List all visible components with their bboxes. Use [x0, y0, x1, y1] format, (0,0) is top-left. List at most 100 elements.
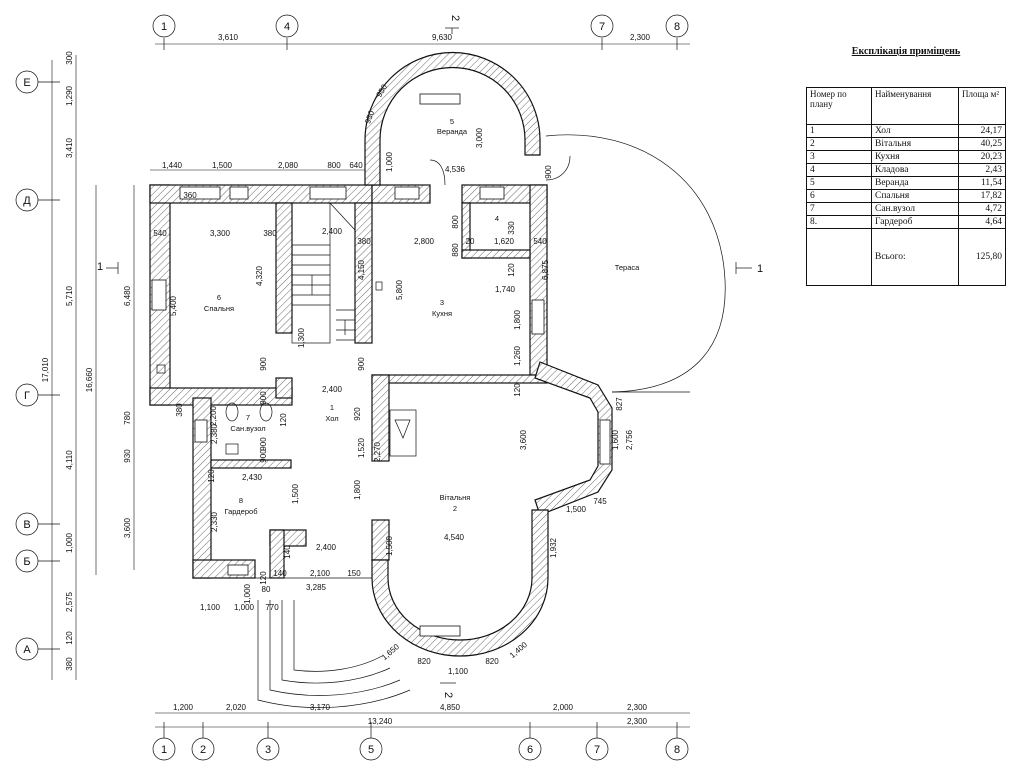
dimension-value: 1,500: [291, 483, 300, 504]
room-name: Гардероб: [225, 507, 258, 516]
dimension-value: 900: [259, 357, 268, 371]
room-name-cell: Веранда: [871, 176, 959, 190]
dimension-value: 6,875: [541, 259, 550, 280]
room-name-cell: Кухня: [871, 150, 959, 164]
dimension-value: 380: [357, 237, 371, 246]
dimension-value: 920: [353, 407, 362, 421]
room-name: Спальня: [204, 304, 234, 313]
dimension-value: 360: [183, 191, 197, 200]
dimension-value: 120: [513, 383, 522, 397]
dimension-value: 3,300: [210, 229, 231, 238]
dimension-value: 2,200: [209, 405, 218, 426]
dimension-value: 1,620: [494, 237, 515, 246]
dimension-value: 1,000: [385, 151, 394, 172]
dimension-value: 900: [259, 449, 268, 463]
dimension-value: 1,400: [508, 640, 530, 660]
axis-label-left: Д: [23, 195, 31, 207]
dimension-value: 1,500: [566, 505, 587, 514]
dimension-value: 900: [259, 437, 268, 451]
dimension-value: 820: [417, 657, 431, 666]
dimension-value: 1,800: [513, 309, 522, 330]
table-header-row: Номер по плану Найменування Площа м²: [806, 87, 1006, 125]
total-empty-cell: [806, 228, 872, 286]
room-area-cell: 24,17: [958, 124, 1006, 138]
dimension-value: 140: [273, 569, 287, 578]
dimension-value: 540: [533, 237, 547, 246]
dimension-value: 120: [259, 571, 268, 585]
section-mark-top: 2: [449, 15, 461, 21]
dimension-value: 3,000: [475, 127, 484, 148]
dimension-value: 150: [347, 569, 361, 578]
dimension-value: 4,110: [65, 450, 74, 470]
windows: [151, 93, 611, 637]
room-name-cell: Хол: [871, 124, 959, 138]
room-area-cell: 17,82: [958, 189, 1006, 203]
dimension-value: 800: [327, 161, 341, 170]
dimension-value: 120: [507, 263, 516, 277]
dimension-value: 380: [65, 657, 74, 671]
room-number: 7: [246, 413, 250, 422]
dimension-value: 640: [349, 161, 363, 170]
dimension-value: 5,710: [65, 285, 74, 306]
dimension-value: 1,500: [212, 161, 233, 170]
room-labels: 5 Веранда 4 6 Спальня 3 Кухня 1 Хол 7 Са…: [204, 117, 640, 516]
dimension-value: 2,000: [553, 703, 574, 712]
axis-label-left: Г: [24, 390, 30, 402]
dimension-value: 3,600: [123, 517, 132, 538]
room-area-cell: 4,72: [958, 202, 1006, 216]
dimension-value: 770: [265, 603, 279, 612]
dimension-value: 5,800: [395, 279, 404, 300]
terrace-outline: [545, 134, 726, 393]
axis-label-bottom: 2: [200, 744, 206, 756]
room-name: Вітальня: [440, 493, 471, 502]
axis-label-top: 4: [284, 21, 290, 33]
room-number-cell: 1: [806, 124, 872, 138]
axis-bubbles-left: Е Д Г В Б А: [15, 70, 39, 661]
room-name: Кухня: [432, 309, 452, 318]
dimension-value: 1,260: [513, 345, 522, 366]
dimension-value: 1,440: [162, 161, 183, 170]
dimension-value: 1,600: [611, 429, 620, 450]
dimension-value: 300: [65, 51, 74, 65]
dimension-value: 120: [279, 413, 288, 427]
axis-label-bottom: 1: [161, 744, 167, 756]
room-number-cell: 5: [806, 176, 872, 190]
dimension-value: 380: [263, 229, 277, 238]
axis-label-top: 1: [161, 21, 167, 33]
column-header-number: Номер по плану: [806, 87, 872, 125]
dimension-value: 330: [507, 221, 516, 235]
dimension-value: 3,600: [519, 429, 528, 450]
room-area-cell: 40,25: [958, 137, 1006, 151]
room-name-cell: Гардероб: [871, 215, 959, 229]
dimension-value: 2,400: [322, 385, 343, 394]
dimension-value: 2,080: [278, 161, 299, 170]
room-number: 5: [450, 117, 454, 126]
dimension-value: 1,100: [200, 603, 221, 612]
room-number-cell: 7: [806, 202, 872, 216]
section-mark-left: 1: [97, 261, 103, 273]
dimension-value: 1,800: [353, 479, 362, 500]
dimension-value: 745: [593, 497, 607, 506]
total-area-cell: 125,80: [958, 228, 1006, 286]
dimension-value: 540: [153, 229, 167, 238]
dimension-value: 380: [175, 403, 184, 417]
dimension-value: 2,330: [210, 511, 219, 532]
dimension-value: 16,660: [85, 367, 94, 392]
explication-panel: Експлікація приміщень Номер по плану Най…: [806, 46, 1006, 286]
axis-label-bottom: 6: [527, 744, 533, 756]
dimension-value: 880: [451, 243, 460, 257]
explication-title: Експлікація приміщень: [851, 46, 961, 57]
axis-bubbles-bottom: 1 2 3 5 6 7 8: [152, 737, 689, 761]
dimension-value: 2,020: [226, 703, 247, 712]
dimension-value: 2,400: [322, 227, 343, 236]
room-area-cell: 4,64: [958, 215, 1006, 229]
dimension-value: 950: [363, 109, 376, 125]
